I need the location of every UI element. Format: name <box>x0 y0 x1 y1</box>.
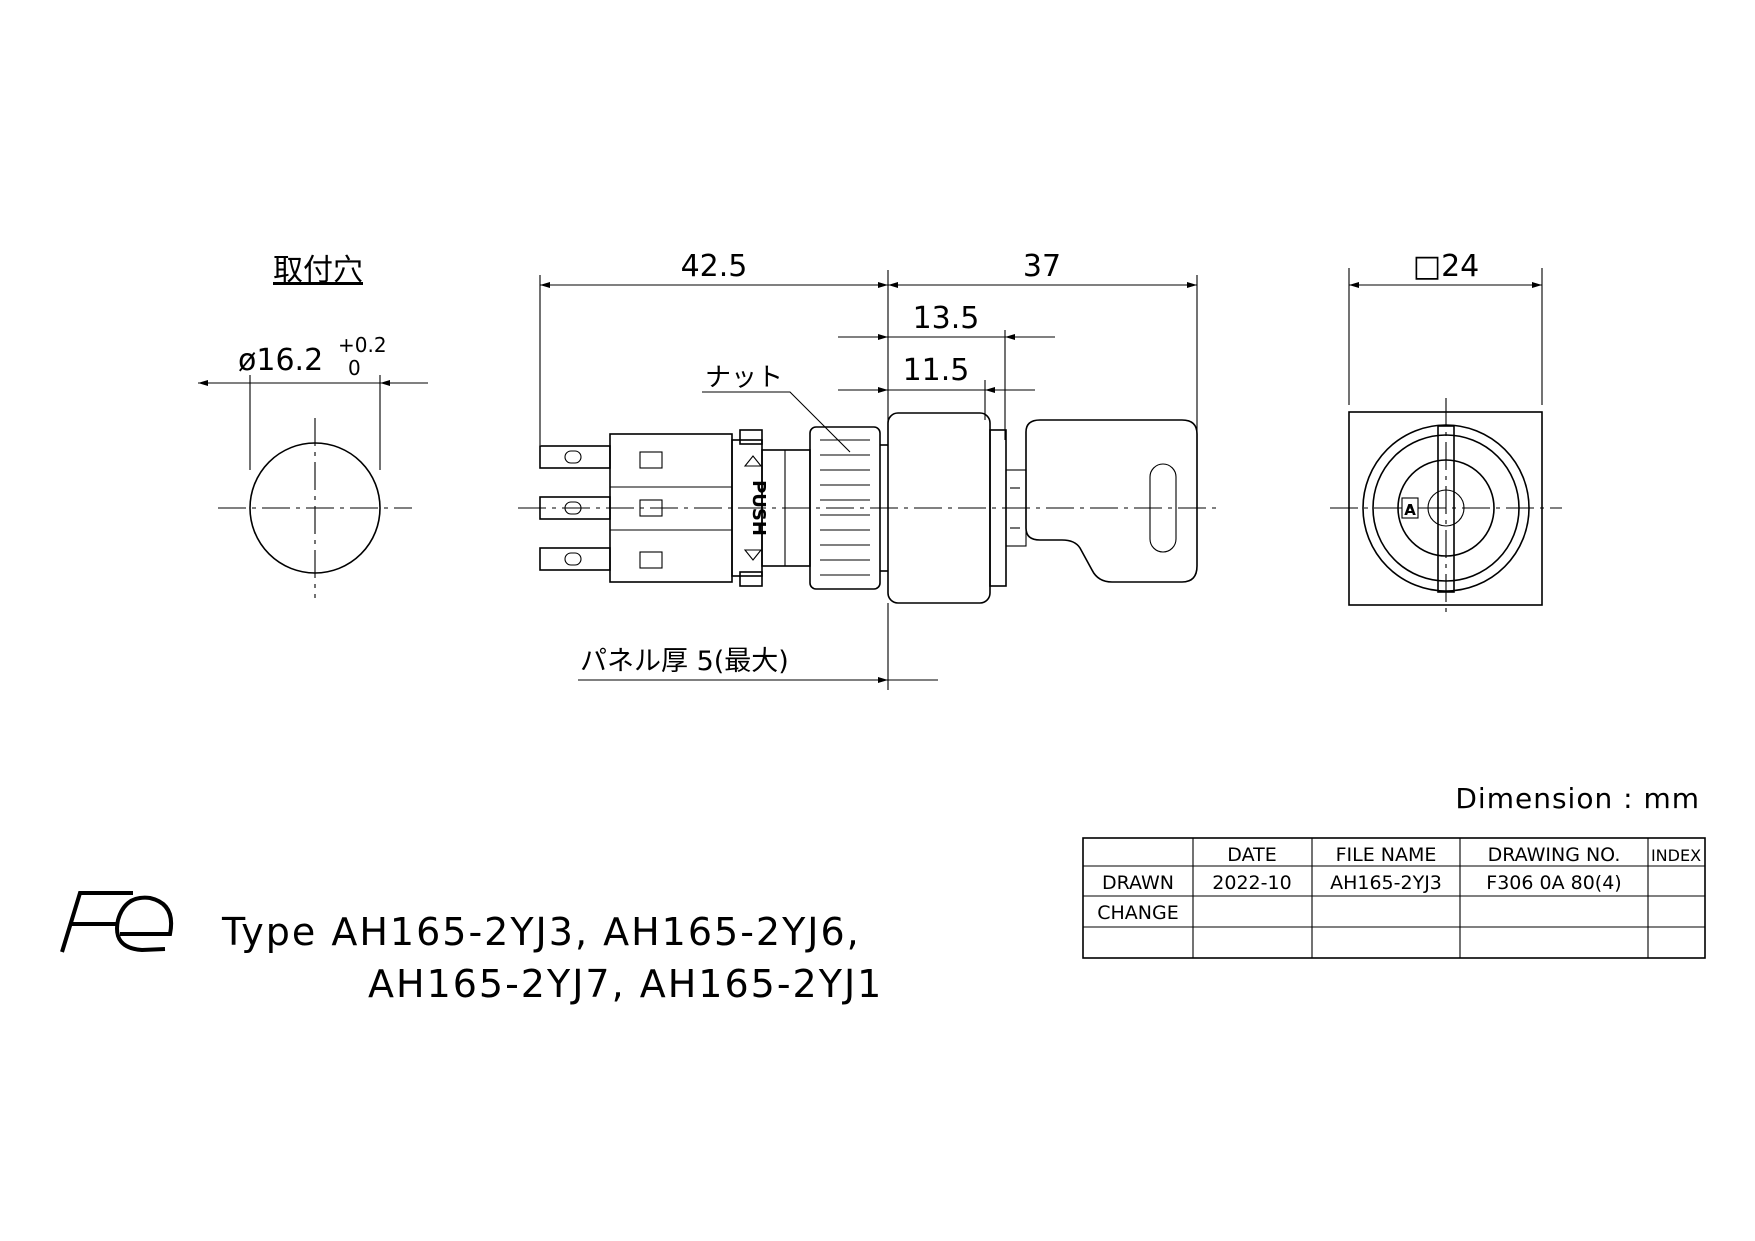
push-arrow-down <box>743 549 763 561</box>
terminal-3 <box>539 547 611 571</box>
dim-13-5: 13.5 <box>913 301 980 336</box>
push-text: PUSH <box>748 480 769 536</box>
tb-row-drawn-file: AH165-2YJ3 <box>1330 872 1442 894</box>
type-line-1: Type AH165-2YJ3, AH165-2YJ6, <box>221 910 861 954</box>
hole-tol-plus: +0.2 <box>338 333 387 357</box>
mounting-hole-title: 取付穴 <box>273 253 363 288</box>
switch-body: PUSH <box>609 412 1198 604</box>
title-block: DATE FILE NAME DRAWING NO. INDEX DRAWN 2… <box>1082 837 1706 959</box>
dim-37: 37 <box>1023 249 1061 284</box>
side-view: 42.5 37 13.5 11.5 ナット <box>518 249 1222 690</box>
tb-header-file-name: FILE NAME <box>1336 844 1437 866</box>
tb-header-date: DATE <box>1227 844 1276 866</box>
square-dim: □24 <box>1413 249 1480 284</box>
key-head <box>1025 419 1198 583</box>
front-view: □24 A <box>1330 249 1562 618</box>
tb-row-change-label: CHANGE <box>1097 902 1179 924</box>
nut-knurl <box>820 439 870 576</box>
dim-42-5: 42.5 <box>681 249 748 284</box>
tb-header-index: INDEX <box>1651 846 1701 865</box>
terminal-1 <box>539 445 611 469</box>
window-2 <box>639 499 663 517</box>
terminal-1-hole <box>564 450 582 464</box>
latch-top <box>739 429 763 445</box>
dim-11-5: 11.5 <box>903 353 970 388</box>
tb-row-drawn-label: DRAWN <box>1102 872 1174 894</box>
panel-thickness-label: パネル厚 5(最大) <box>580 646 789 677</box>
hole-diameter-text: ø16.2 <box>238 343 323 378</box>
maker-logo <box>60 891 173 953</box>
nut-label: ナット <box>705 363 783 393</box>
tb-row-drawn-date: 2022-10 <box>1212 872 1291 894</box>
units-label: Dimension : mm <box>1455 782 1700 815</box>
tb-row-drawn-drawing-no: F306 0A 80(4) <box>1486 872 1621 894</box>
mounting-hole-view: 取付穴 ø16.2 +0.2 0 <box>198 253 428 598</box>
key-mark-text: A <box>1404 501 1416 519</box>
hole-tol-minus: 0 <box>348 356 361 380</box>
window-3 <box>639 551 663 569</box>
window-1 <box>639 451 663 469</box>
latch-bottom <box>739 571 763 587</box>
nut-leader <box>702 391 851 453</box>
key-slot <box>1149 463 1177 553</box>
terminal-3-hole <box>564 552 582 566</box>
title-block-border <box>1082 837 1706 959</box>
terminal-2-hole <box>564 501 582 515</box>
key-mark-box <box>1401 497 1419 519</box>
push-arrow-up <box>743 455 763 467</box>
tb-header-drawing-no: DRAWING NO. <box>1488 844 1621 866</box>
type-line-2: AH165-2YJ7, AH165-2YJ1 <box>368 962 883 1006</box>
nut <box>809 426 881 590</box>
